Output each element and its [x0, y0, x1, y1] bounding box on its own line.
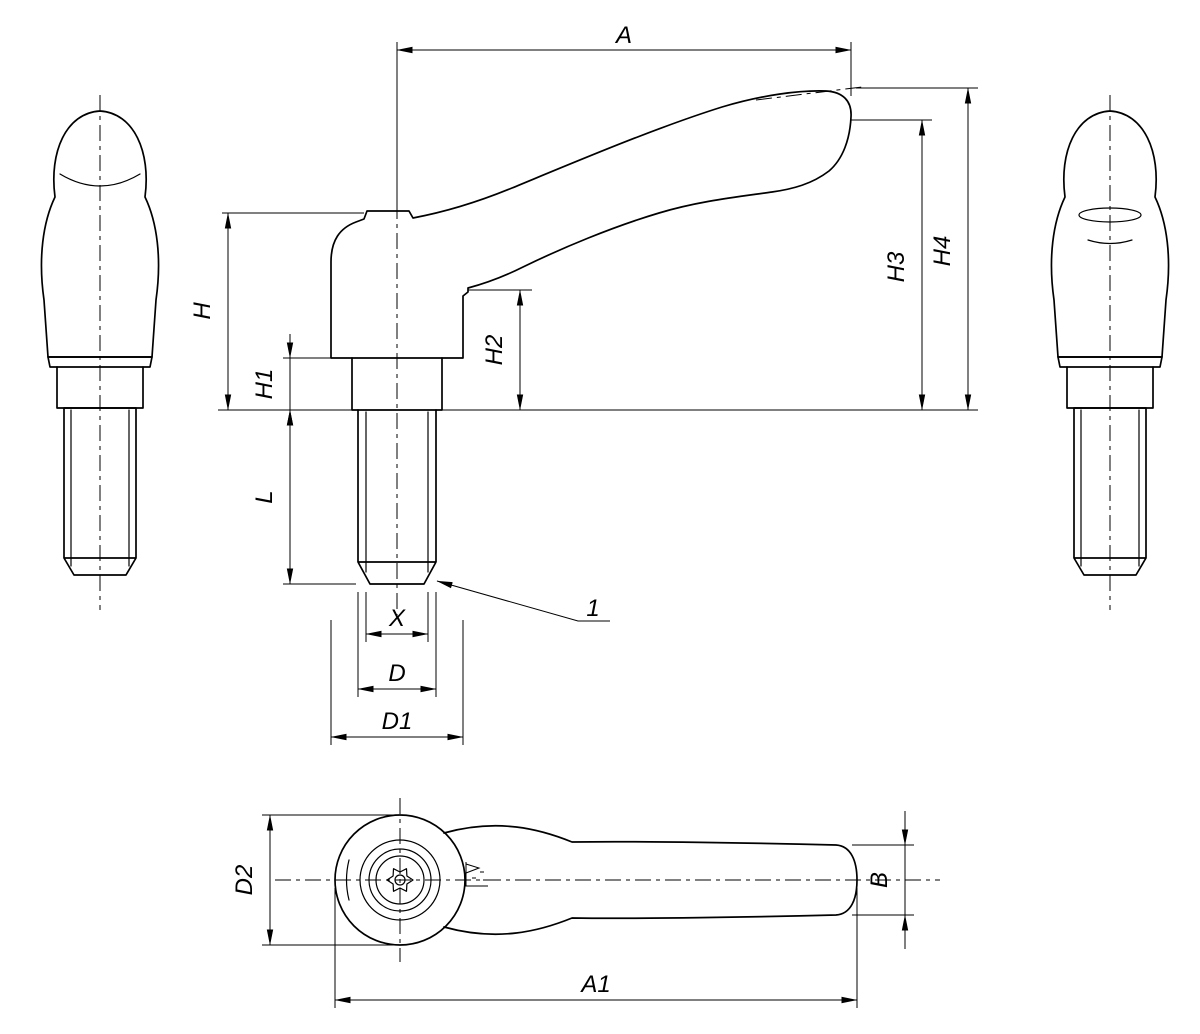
dim-label-a1: A1 [579, 971, 610, 998]
dim-label-h4: H4 [929, 236, 956, 267]
hub-outer-circle [334, 814, 466, 946]
main-view-thread-outline [357, 409, 437, 585]
callout-1-label: 1 [586, 595, 599, 622]
dim-d2-ext-lines [262, 814, 398, 946]
right-view-grip-end-face [1078, 207, 1142, 223]
dim-label-b: B [866, 872, 893, 888]
dim-d1-ext-lines [330, 620, 464, 745]
logo-mark-glyph [465, 862, 488, 887]
lever-body-outline [330, 90, 852, 359]
right-view-grip-outline [1050, 110, 1170, 358]
screw-recess-circle [375, 855, 425, 905]
right-view-grip-arc-detail [1087, 239, 1133, 245]
dimension-l: L [251, 409, 356, 585]
dim-label-d1: D1 [382, 708, 413, 735]
dimension-h4: H4 [856, 87, 978, 411]
dimension-a: A [396, 22, 852, 205]
left-end-view [40, 95, 160, 610]
callout-1: 1 [436, 580, 610, 622]
dim-label-h: H [189, 302, 216, 320]
left-view-grip-outline [40, 110, 160, 358]
dimension-d1: D1 [330, 620, 464, 745]
dimension-d2: D2 [231, 814, 398, 946]
logo-mark [465, 862, 488, 887]
callout-1-leader-line [436, 580, 610, 622]
hub-knurl-tick [345, 859, 350, 901]
main-view-thread-relief-lines [365, 411, 429, 573]
right-view-thread-outline [1073, 407, 1147, 576]
dimension-h2: H2 [468, 289, 532, 411]
screw-head-circle [368, 848, 432, 912]
top-view-dimensions: D2 B A1 [231, 811, 914, 1008]
dim-d-ext-lines [357, 592, 437, 697]
dimension-x: X [365, 592, 429, 642]
left-view-thread-relief-lines [70, 409, 130, 567]
dim-label-h2: H2 [481, 335, 508, 366]
handle-tip-phantom-line [755, 86, 863, 101]
hub-collar-circle [359, 839, 441, 921]
dim-label-d2: D2 [231, 865, 258, 896]
left-view-flange [47, 356, 153, 368]
dimension-h: H [189, 212, 364, 411]
screw-center-circle [394, 874, 406, 886]
dim-label-x: X [388, 605, 406, 632]
main-view-dimensions: A H H1 H2 L [189, 22, 978, 745]
dim-label-d: D [388, 660, 405, 687]
dimension-b: B [852, 811, 914, 949]
dim-label-a: A [614, 22, 632, 49]
right-view-flange [1057, 356, 1163, 368]
main-side-view [330, 86, 863, 618]
dimension-h3: H3 [850, 119, 932, 411]
left-view-thread-outline [63, 407, 137, 576]
dim-label-h3: H3 [883, 251, 910, 282]
dim-label-h1: H1 [251, 369, 278, 400]
right-view-thread-relief-lines [1080, 409, 1140, 567]
top-view [275, 798, 940, 962]
dimension-h1: H1 [251, 334, 350, 434]
lever-top-view-outline [443, 824, 858, 936]
dimension-a1: A1 [334, 888, 858, 1008]
torx-recess-star [386, 868, 414, 892]
dim-label-l: L [251, 490, 278, 503]
right-end-view [1050, 95, 1170, 610]
dim-a1-ext-lines [334, 888, 858, 1008]
left-view-grip-inner-curve [59, 173, 141, 187]
dimension-d: D [357, 592, 437, 697]
